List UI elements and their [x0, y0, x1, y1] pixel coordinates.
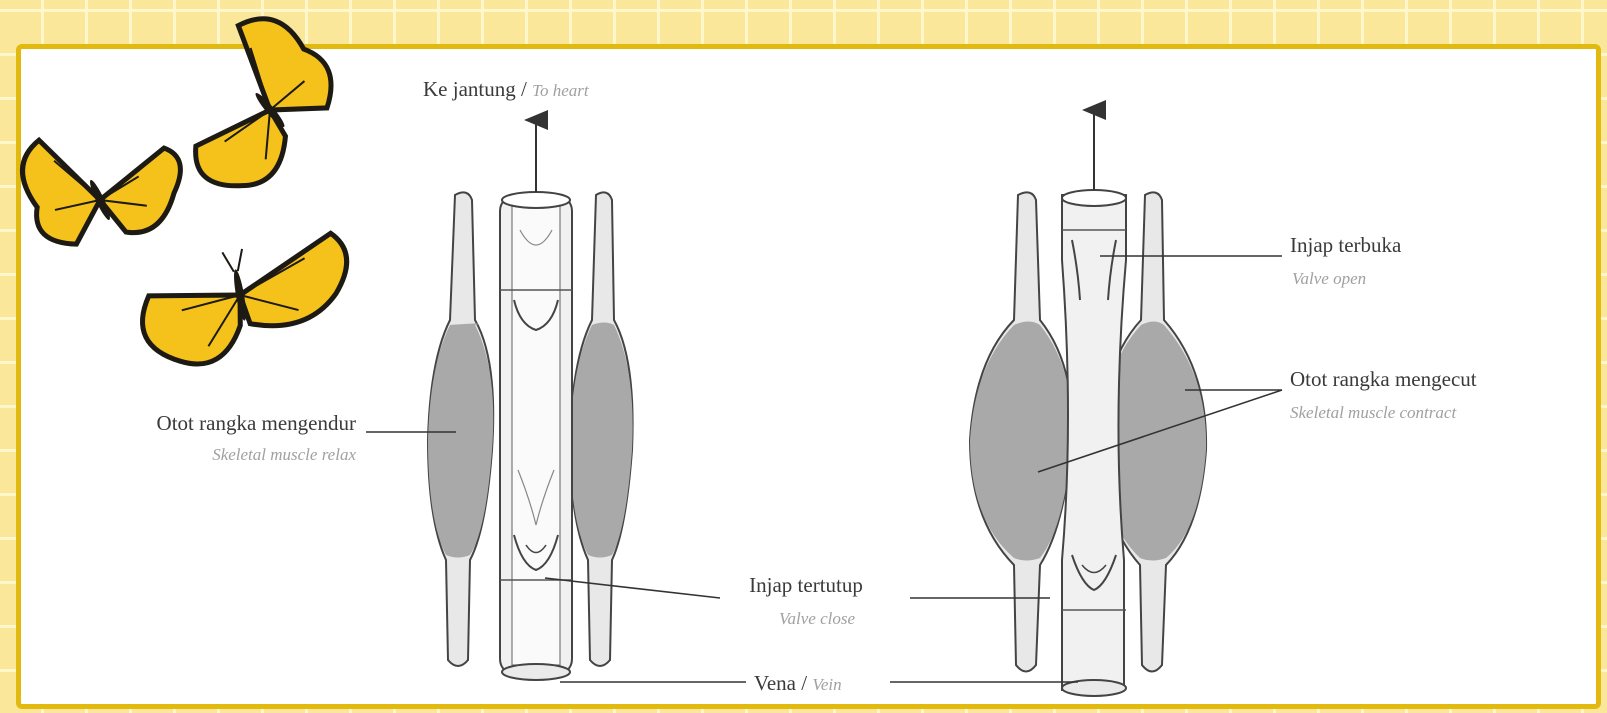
valve-close-label-en: Valve close [779, 609, 855, 628]
relax-label: Otot rangka mengendur [157, 411, 356, 435]
contract-label-en: Skeletal muscle contract [1290, 403, 1457, 422]
vein-relaxed [500, 192, 572, 680]
vein-contracted [1062, 190, 1126, 696]
vein-label: Vena / Vein [754, 671, 842, 695]
monarch-butterfly-icon [132, 231, 360, 372]
valve-open-label-en: Valve open [1292, 269, 1366, 288]
butterfly-decoration [6, 0, 361, 373]
to-heart-label: Ke jantung / To heart [423, 77, 590, 101]
relax-label-en: Skeletal muscle relax [212, 445, 356, 464]
valve-open-label: Injap terbuka [1290, 233, 1402, 257]
valve-close-label: Injap tertutup [749, 573, 863, 597]
relaxed-muscle-diagram [428, 120, 633, 680]
left-relaxed-muscle [428, 192, 493, 666]
contracted-muscle-diagram [970, 110, 1206, 696]
monarch-butterfly-icon [6, 90, 200, 271]
contract-label: Otot rangka mengecut [1290, 367, 1477, 391]
right-relaxed-muscle [570, 192, 633, 666]
left-contracted-muscle [970, 192, 1072, 671]
